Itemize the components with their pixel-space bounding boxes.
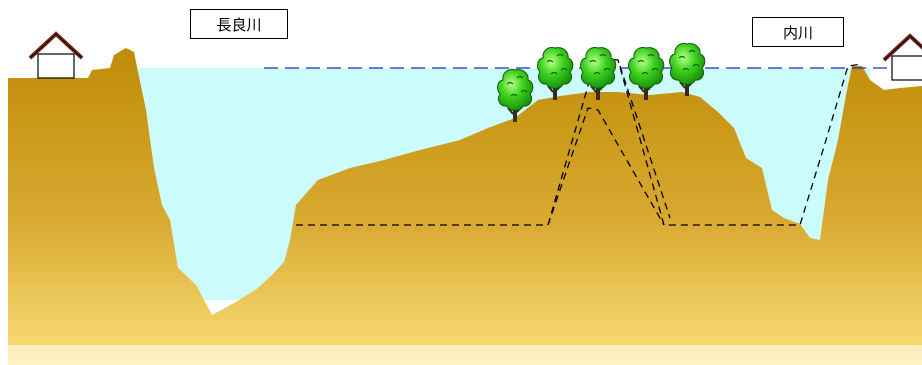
ground-base [0, 345, 922, 365]
design-profile-inner-dashed-line [547, 107, 665, 226]
ground-cross-section [8, 48, 922, 365]
river-label-uchikawa: 内川 [752, 17, 844, 47]
house-icon [882, 33, 922, 81]
design-profile-crest-line [619, 65, 671, 219]
house-icon [28, 31, 84, 79]
river-label-nagara: 長良川 [190, 9, 288, 39]
